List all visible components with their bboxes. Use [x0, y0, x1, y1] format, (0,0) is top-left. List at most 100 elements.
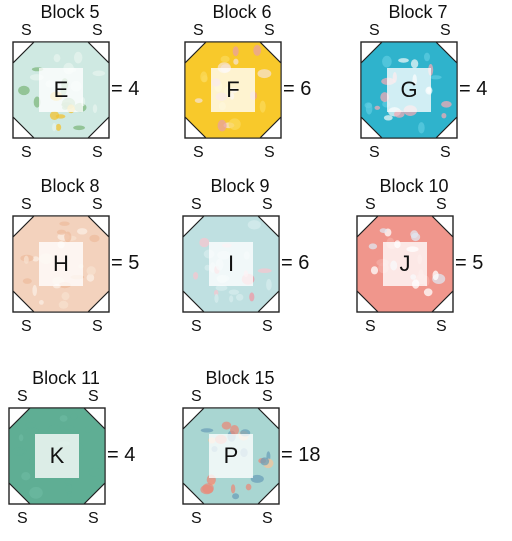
- fabric-print-motif: [64, 232, 71, 243]
- block-title: Block 7: [356, 2, 480, 23]
- fabric-print-motif: [231, 484, 235, 493]
- corner-label-top-right: S: [264, 22, 275, 40]
- fabric-print-motif: [39, 300, 44, 305]
- corner-label-bottom-left: S: [191, 318, 202, 336]
- quilt-block-tile: J: [356, 215, 454, 313]
- fabric-print-motif: [202, 75, 208, 82]
- corner-label-bottom-right: S: [436, 318, 447, 336]
- fabric-print-motif: [233, 46, 239, 56]
- fabric-label: H: [39, 242, 83, 286]
- fabric-print-motif: [236, 294, 243, 301]
- corner-label-bottom-right: S: [92, 144, 103, 162]
- block-title: Block 15: [178, 368, 302, 389]
- quilt-block-tile: E: [12, 41, 110, 139]
- corner-label-top-left: S: [21, 22, 32, 40]
- block-count: = 4: [107, 444, 135, 467]
- block-count: = 5: [455, 252, 483, 275]
- fabric-print-motif: [214, 294, 218, 303]
- block-7: Block 7 S S G = 4 S S: [356, 0, 506, 175]
- quilt-block-tile: H: [12, 215, 110, 313]
- fabric-print-motif: [200, 485, 213, 494]
- corner-label-bottom-left: S: [369, 144, 380, 162]
- fabric-print-motif: [366, 103, 373, 115]
- fabric-print-motif: [89, 468, 101, 477]
- block-8: Block 8 S S H = 5 S S: [8, 174, 158, 349]
- fabric-print-motif: [73, 126, 85, 131]
- quilt-block-tile: G: [360, 41, 458, 139]
- quilt-block-tile: P: [182, 407, 280, 505]
- fabric-print-motif: [369, 243, 377, 249]
- fabric-print-motif: [59, 301, 69, 309]
- fabric-print-motif: [229, 290, 239, 295]
- fabric-print-motif: [193, 272, 198, 280]
- fabric-print-motif: [199, 238, 209, 248]
- corner-label-top-left: S: [191, 196, 202, 214]
- fabric-print-motif: [26, 428, 39, 434]
- quilt-block-tile: F: [184, 41, 282, 139]
- corner-label-top-left: S: [21, 196, 32, 214]
- fabric-print-motif: [433, 271, 439, 281]
- fabric-print-motif: [195, 98, 203, 103]
- corner-label-bottom-right: S: [440, 144, 451, 162]
- fabric-print-motif: [13, 447, 27, 455]
- corner-label-top-right: S: [88, 388, 99, 406]
- corner-label-top-right: S: [92, 196, 103, 214]
- fabric-print-motif: [248, 220, 261, 229]
- corner-label-bottom-left: S: [365, 318, 376, 336]
- fabric-print-motif: [59, 222, 69, 226]
- quilt-block-tile: K: [8, 407, 106, 505]
- block-count: = 5: [111, 252, 139, 275]
- fabric-print-motif: [266, 279, 272, 291]
- block-title: Block 9: [178, 176, 302, 197]
- block-11: Block 11 S S K = 4 S S: [4, 366, 154, 541]
- fabric-print-motif: [26, 422, 36, 428]
- fabric-print-motif: [375, 106, 381, 110]
- fabric-print-motif: [57, 230, 66, 235]
- block-title: Block 10: [352, 176, 476, 197]
- block-title: Block 8: [8, 176, 132, 197]
- fabric-print-motif: [258, 268, 272, 273]
- block-title: Block 11: [4, 368, 128, 389]
- fabric-print-motif: [246, 484, 252, 491]
- block-9: Block 9 S S I = 6 S S: [178, 174, 328, 349]
- fabric-print-motif: [89, 235, 99, 242]
- block-count: = 4: [459, 78, 487, 101]
- fabric-label: I: [209, 242, 253, 286]
- fabric-print-motif: [380, 228, 387, 233]
- fabric-print-motif: [56, 124, 61, 131]
- fabric-print-motif: [19, 434, 24, 441]
- corner-label-bottom-left: S: [17, 510, 28, 528]
- block-6: Block 6 S S F = 6 S S: [180, 0, 330, 175]
- corner-label-bottom-left: S: [21, 144, 32, 162]
- fabric-print-motif: [232, 493, 239, 499]
- fabric-print-motif: [258, 69, 272, 78]
- corner-label-bottom-left: S: [191, 510, 202, 528]
- fabric-label: E: [39, 68, 83, 112]
- fabric-print-motif: [424, 53, 430, 62]
- corner-label-top-left: S: [365, 196, 376, 214]
- corner-label-top-right: S: [440, 22, 451, 40]
- fabric-label: J: [383, 242, 427, 286]
- fabric-print-motif: [371, 266, 378, 274]
- fabric-print-motif: [260, 101, 266, 113]
- corner-label-bottom-left: S: [21, 318, 32, 336]
- fabric-print-motif: [77, 228, 87, 234]
- corner-label-top-left: S: [191, 388, 202, 406]
- block-10: Block 10 S S J = 5 S S: [352, 174, 502, 349]
- fabric-print-motif: [23, 278, 32, 284]
- fabric-print-motif: [93, 104, 97, 113]
- block-title: Block 6: [180, 2, 304, 23]
- fabric-print-motif: [63, 425, 74, 429]
- fabric-print-motif: [424, 288, 433, 296]
- fabric-label: P: [209, 434, 253, 478]
- fabric-print-motif: [430, 75, 442, 79]
- fabric-print-motif: [29, 487, 43, 499]
- fabric-print-motif: [229, 295, 233, 302]
- fabric-label: K: [35, 434, 79, 478]
- fabric-print-motif: [201, 428, 214, 432]
- corner-label-bottom-right: S: [262, 318, 273, 336]
- fabric-print-motif: [411, 233, 420, 241]
- fabric-print-motif: [233, 59, 238, 65]
- corner-label-top-right: S: [262, 196, 273, 214]
- fabric-print-motif: [249, 292, 254, 301]
